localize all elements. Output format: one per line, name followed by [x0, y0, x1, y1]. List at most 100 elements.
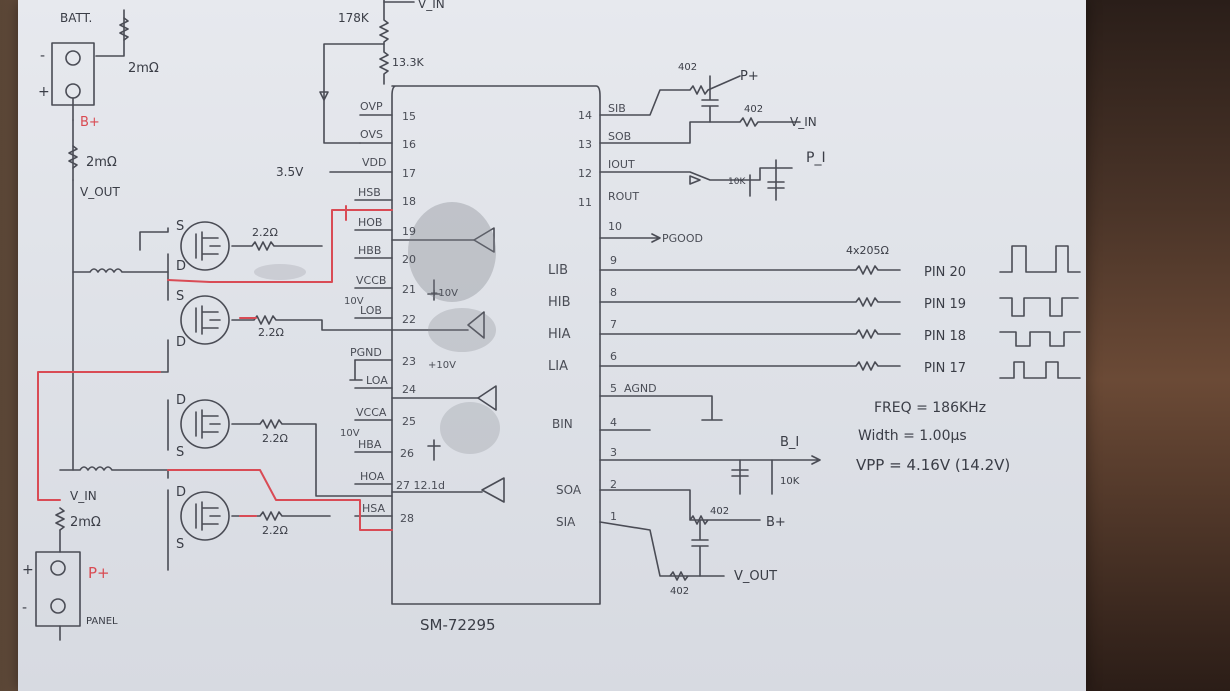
- panel-plus-terminal: [50, 560, 66, 576]
- gate-resistor-label-1: 2.2Ω: [252, 226, 278, 239]
- left-pin-name-23: PGND: [350, 346, 382, 359]
- driver-a-high: [481, 477, 505, 503]
- right-pin-num-9: 9: [610, 254, 617, 267]
- note-vpp: VPP = 4.16V (14.2V): [856, 456, 1010, 474]
- sense-resistor-label-3: 402: [710, 506, 729, 517]
- left-pin-num-22: 22: [402, 313, 416, 326]
- pwm-pin-label-2: PIN 19: [924, 297, 966, 312]
- battery-sense-resistor: [119, 17, 129, 41]
- right-pin-num-6: 6: [610, 350, 617, 363]
- pwm-pin-label-4: PIN 17: [924, 361, 966, 376]
- note-width: Width = 1.00μs: [858, 428, 967, 444]
- left-pin-name-26: HBA: [358, 438, 382, 451]
- mosfet-label-1: S: [176, 219, 184, 234]
- battery-minus-terminal: [65, 50, 81, 66]
- battery-terminal-block: [51, 42, 95, 106]
- left-pin-num-23: 23: [402, 355, 416, 368]
- driver-b-low: [467, 311, 485, 339]
- pwm-resistor-label: 4x205Ω: [846, 244, 889, 257]
- chip-name-label: SM-72295: [420, 616, 496, 634]
- panel-label: PANEL: [86, 616, 118, 627]
- panel-resistor-label: 2mΩ: [70, 515, 101, 530]
- rout-value-2: 10K: [780, 476, 800, 487]
- right-pin-num-8: 8: [610, 286, 617, 299]
- gate-resistor-q1: [231, 241, 323, 251]
- right-pin-num-12: 12: [578, 167, 592, 180]
- sense-resistor-label-1: 402: [678, 62, 697, 73]
- net-p-plus: P+: [740, 69, 759, 84]
- right-pin-name-12: IOUT: [608, 158, 635, 171]
- left-pin-name-22: LOB: [360, 304, 382, 317]
- output-node-label: V_OUT: [80, 185, 120, 199]
- right-pin-num-7: 7: [610, 318, 617, 331]
- mosfet-q4: [180, 491, 230, 541]
- net-b-plus: B+: [766, 515, 786, 530]
- panel-sense-resistor: [55, 507, 65, 531]
- gate-resistor-label-3: 2.2Ω: [262, 432, 288, 445]
- mosfet-label-4: D: [176, 335, 186, 350]
- battery-minus-label: -: [40, 48, 45, 64]
- left-pin-num-18: 18: [402, 195, 416, 208]
- pwm-wave-2: [999, 297, 1079, 317]
- mosfet-q1: [180, 221, 230, 271]
- driver-a-low: [477, 385, 497, 411]
- right-pin-num-2: 2: [610, 478, 617, 491]
- left-pin-num-19: 19: [402, 225, 416, 238]
- chip-outline: [391, 85, 601, 605]
- gate-resistor-q4: [231, 511, 331, 521]
- right-pin-name-6: LIA: [548, 359, 568, 374]
- right-pin-name-5: AGND: [624, 382, 657, 395]
- pwm-wave-1: [999, 245, 1081, 273]
- divider-bottom-label: 13.3K: [392, 56, 424, 69]
- panel-vin-label: V_IN: [70, 489, 97, 503]
- driver-b-high: [473, 227, 495, 253]
- inductor-b: [72, 268, 169, 273]
- left-pin-num-21: 21: [402, 283, 416, 296]
- left-pin-name-15: OVP: [360, 100, 383, 113]
- panel-terminal-block: [35, 551, 81, 627]
- right-pin-name-14: SIB: [608, 102, 626, 115]
- mosfet-q3: [180, 399, 230, 449]
- sense-resistor-label-4: 402: [670, 586, 689, 597]
- left-pin-num-16: 16: [402, 138, 416, 151]
- red-power-traces: [37, 205, 393, 531]
- left-pin-num-15: 15: [402, 110, 416, 123]
- gate-resistor-label-4: 2.2Ω: [262, 524, 288, 537]
- panel-plus-label: +: [22, 562, 34, 578]
- mosfet-label-2: D: [176, 259, 186, 274]
- graphite-smudges: [254, 202, 500, 454]
- net-v-out: V_OUT: [734, 569, 777, 584]
- supply-note-3: +10V: [428, 360, 456, 371]
- left-pin-num-24: 24: [402, 383, 416, 396]
- left-pin-name-16: OVS: [360, 128, 383, 141]
- right-pin-num-13: 13: [578, 138, 592, 151]
- left-pin-num-26: 26: [400, 447, 414, 460]
- sense-resistor-label-2: 402: [744, 104, 763, 115]
- note-frequency: FREQ = 186KHz: [874, 400, 986, 416]
- pwm-wave-4: [999, 361, 1081, 379]
- right-pin-num-1: 1: [610, 510, 617, 523]
- left-pin-num-25: 25: [402, 415, 416, 428]
- net-p-i: P_I: [806, 150, 826, 166]
- right-pin-name-4: BIN: [552, 417, 573, 431]
- mosfet-q2: [180, 295, 230, 345]
- mosfet-label-3: S: [176, 289, 184, 304]
- panel-minus-label: -: [22, 600, 27, 616]
- right-pin-name-2: SOA: [556, 483, 582, 497]
- left-pin-num-20: 20: [402, 253, 416, 266]
- left-pin-num-17: 17: [402, 167, 416, 180]
- right-pin-name-8: HIB: [548, 295, 571, 310]
- inductor-a: [59, 466, 169, 471]
- left-pin-name-20: HBB: [358, 244, 381, 257]
- left-pin-name-21: VCCB: [356, 274, 386, 287]
- net-b-i: B_I: [780, 435, 799, 450]
- battery-node-label: B+: [80, 115, 100, 130]
- right-pin-name-13: SOB: [608, 130, 631, 143]
- left-pin-name-24: LOA: [366, 374, 388, 387]
- left-pin-num-28: 28: [400, 512, 414, 525]
- right-pin-num-3: 3: [610, 446, 617, 459]
- right-pin-num-10: 10: [608, 220, 622, 233]
- right-pin-name-11: ROUT: [608, 190, 639, 203]
- panel-node-label: P+: [88, 564, 110, 582]
